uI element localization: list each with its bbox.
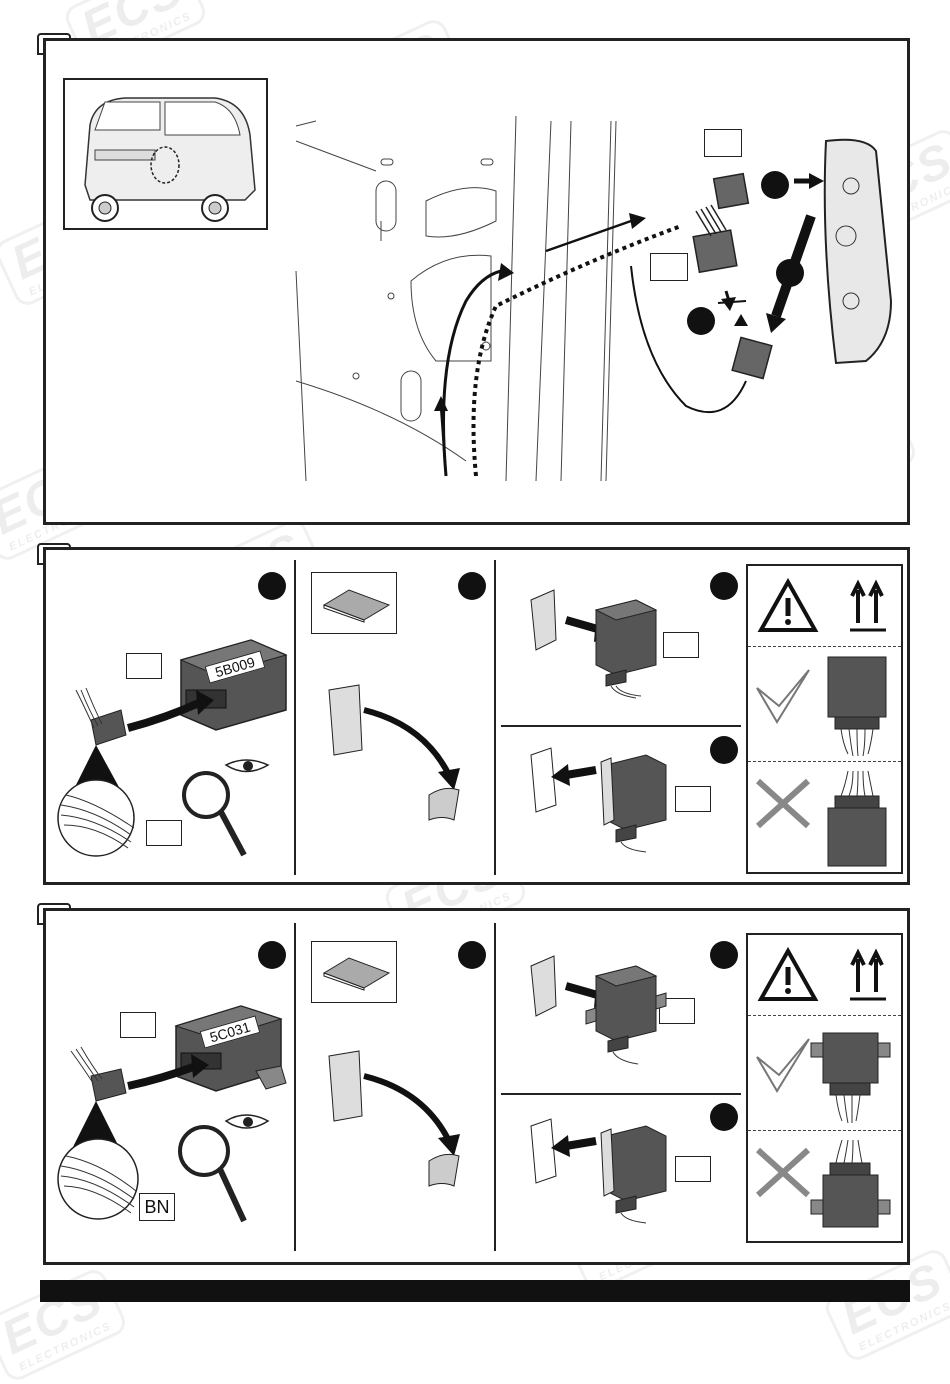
label-box bbox=[675, 786, 711, 812]
label-box-connector-a bbox=[704, 129, 742, 157]
panel-module-5c031-mounting: BN 5C031 bbox=[43, 908, 910, 1265]
adhesive-pad-peel-illustration bbox=[322, 589, 460, 821]
divider bbox=[294, 923, 296, 1251]
step-marker-2 bbox=[458, 941, 486, 969]
step-marker-3 bbox=[710, 941, 738, 969]
divider bbox=[501, 725, 741, 727]
checkmark-icon bbox=[756, 669, 810, 724]
panel-tail-light-wiring bbox=[43, 38, 910, 525]
step-marker-4 bbox=[710, 1103, 738, 1131]
module-connector-illustration bbox=[57, 1005, 287, 1223]
wire-color-code-box: BN bbox=[139, 1193, 175, 1221]
module-connector-illustration bbox=[57, 639, 288, 857]
module-wrong-orientation bbox=[827, 770, 887, 867]
footer-bar bbox=[40, 1280, 910, 1302]
label-box bbox=[120, 1012, 156, 1038]
this-way-up-icon bbox=[850, 579, 886, 632]
cross-icon bbox=[755, 1147, 811, 1198]
attach-pad-illustration bbox=[530, 589, 667, 853]
orientation-guide bbox=[746, 564, 903, 874]
panel-module-5b009-mounting: 5B009 bbox=[43, 547, 910, 885]
divider bbox=[294, 560, 296, 875]
label-box bbox=[126, 653, 162, 679]
divider bbox=[501, 1093, 741, 1095]
label-box-connector-b bbox=[650, 253, 688, 281]
label-box bbox=[146, 820, 182, 846]
module-correct-orientation bbox=[827, 656, 887, 757]
step-marker-1 bbox=[761, 171, 789, 199]
module-wrong-orientation bbox=[810, 1139, 891, 1228]
step-marker-4 bbox=[710, 736, 738, 764]
warning-triangle-icon bbox=[757, 946, 819, 1001]
step-marker-2 bbox=[776, 259, 804, 287]
step-marker-3 bbox=[710, 572, 738, 600]
step-marker-1 bbox=[258, 941, 286, 969]
van-rear-illustration bbox=[84, 97, 256, 222]
vehicle-body-interior-drawing bbox=[295, 115, 893, 482]
checkmark-icon bbox=[756, 1038, 810, 1093]
car-overview-inset bbox=[63, 78, 268, 230]
adhesive-pad-peel-illustration bbox=[322, 957, 460, 1187]
module-correct-orientation bbox=[810, 1032, 891, 1124]
wire-color-code: BN bbox=[144, 1197, 170, 1217]
divider bbox=[494, 560, 496, 875]
orientation-guide bbox=[746, 933, 903, 1243]
step-marker-1 bbox=[258, 572, 286, 600]
step-marker-2 bbox=[458, 572, 486, 600]
this-way-up-icon bbox=[850, 948, 886, 1001]
label-box bbox=[663, 632, 699, 658]
step-marker-3 bbox=[687, 307, 715, 335]
divider bbox=[494, 923, 496, 1251]
attach-pad-illustration bbox=[530, 955, 667, 1224]
warning-triangle-icon bbox=[757, 577, 819, 632]
cross-icon bbox=[755, 778, 811, 829]
label-box bbox=[675, 1156, 711, 1182]
